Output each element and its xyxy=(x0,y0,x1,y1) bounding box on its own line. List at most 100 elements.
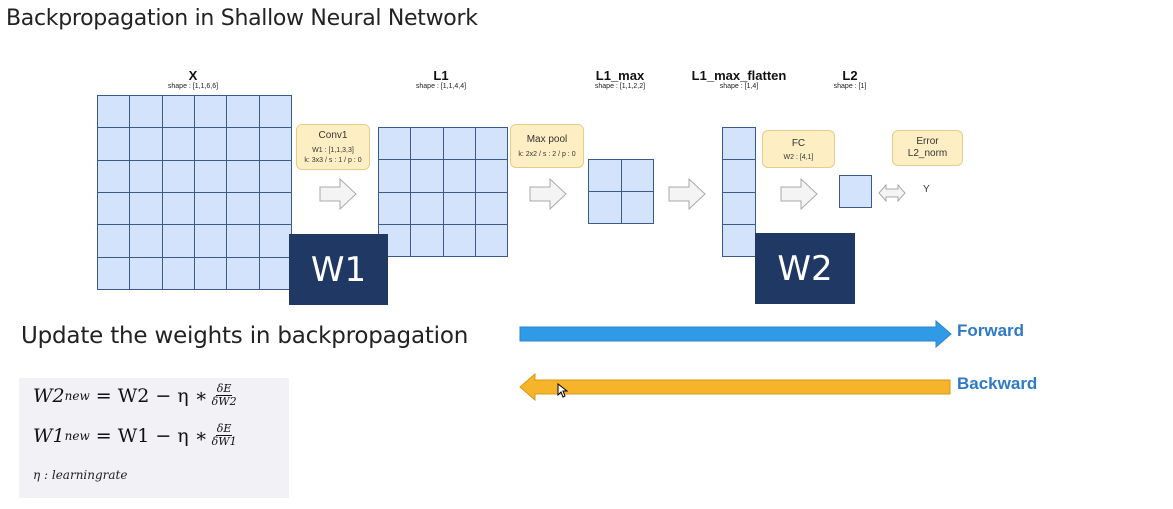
w2-eq-denominator: δW2 xyxy=(211,395,237,409)
grid-cell xyxy=(162,96,194,128)
w1-badge: W1 xyxy=(289,234,388,305)
fc-box: FC W2 : [4,1] xyxy=(762,130,835,168)
eta-note: η : learningrate xyxy=(33,468,128,482)
grid-cell xyxy=(443,160,475,192)
l2-cell xyxy=(839,175,872,208)
w1-eq-fraction: δE δW1 xyxy=(211,422,237,449)
backward-arrow xyxy=(519,372,951,402)
compare-double-arrow xyxy=(878,183,906,203)
input-x-grid xyxy=(97,95,292,290)
conv1-title: Conv1 xyxy=(318,130,348,141)
grid-cell xyxy=(195,225,227,257)
layer-x-shape: shape : [1,1,6,6] xyxy=(167,83,219,90)
grid-cell xyxy=(475,192,507,224)
grid-cell xyxy=(589,192,621,223)
grid-cell xyxy=(621,160,653,191)
conv1-weights: W1 : [1,1,3,3] xyxy=(312,147,354,154)
conv1-box: Conv1 W1 : [1,1,3,3] k: 3x3 / s : 1 / p … xyxy=(296,124,370,170)
maxpool-box: Max pool k: 2x2 / s : 2 / p : 0 xyxy=(510,124,584,168)
layer-x-name: X xyxy=(188,68,198,83)
maxpool-flow-arrow xyxy=(529,177,567,211)
w2-eq-rhs: = W2 − η ∗ xyxy=(95,384,208,407)
fc-title: FC xyxy=(791,138,806,149)
grid-cell xyxy=(589,160,621,191)
grid-cell xyxy=(723,128,755,160)
l1-max-flatten-grid xyxy=(722,127,756,257)
target-y-label: Y xyxy=(923,184,930,195)
fc-weights: W2 : [4,1] xyxy=(783,154,814,161)
update-heading: Update the weights in backpropagation xyxy=(21,323,469,349)
grid-cell xyxy=(98,225,130,257)
grid-cell xyxy=(227,96,259,128)
grid-cell xyxy=(227,193,259,225)
w1-eq-sub: new xyxy=(64,428,90,443)
layer-l2-shape: shape : [1] xyxy=(833,83,867,90)
grid-cell xyxy=(98,160,130,192)
grid-cell xyxy=(162,257,194,289)
w1-eq-numerator: δE xyxy=(215,422,233,437)
grid-cell xyxy=(227,225,259,257)
w2-eq-numerator: δE xyxy=(215,382,233,397)
grid-cell xyxy=(130,193,162,225)
w1-eq-rhs: = W1 − η ∗ xyxy=(95,424,208,447)
w1-eq-denominator: δW1 xyxy=(211,435,237,449)
grid-cell xyxy=(259,128,291,160)
layer-l1-max-flatten-name: L1_max_flatten xyxy=(691,68,787,83)
grid-cell xyxy=(98,128,130,160)
grid-cell xyxy=(195,193,227,225)
grid-cell xyxy=(98,257,130,289)
grid-cell xyxy=(379,160,411,192)
grid-cell xyxy=(259,257,291,289)
grid-cell xyxy=(723,224,755,256)
layer-l2-header: L2 shape : [1] xyxy=(810,68,890,90)
grid-cell xyxy=(195,257,227,289)
conv1-flow-arrow xyxy=(319,177,357,211)
grid-cell xyxy=(621,192,653,223)
grid-cell xyxy=(130,257,162,289)
w1-eq-lhs: W1 xyxy=(33,424,65,447)
backward-label: Backward xyxy=(957,374,1038,393)
layer-x-header: X shape : [1,1,6,6] xyxy=(143,68,243,90)
error-subtitle: L2_norm xyxy=(907,148,948,159)
grid-cell xyxy=(162,160,194,192)
forward-label: Forward xyxy=(957,321,1025,340)
grid-cell xyxy=(98,96,130,128)
l1-grid xyxy=(378,127,508,257)
w2-eq-sub: new xyxy=(64,388,90,403)
grid-cell xyxy=(162,225,194,257)
grid-cell xyxy=(98,193,130,225)
layer-l1-max-flatten-shape: shape : [1,4] xyxy=(719,83,759,90)
grid-cell xyxy=(162,128,194,160)
w2-eq-lhs: W2 xyxy=(33,384,65,407)
grid-cell xyxy=(411,128,443,160)
grid-cell xyxy=(130,128,162,160)
grid-cell xyxy=(162,193,194,225)
grid-cell xyxy=(195,128,227,160)
conv1-params: k: 3x3 / s : 1 / p : 0 xyxy=(304,157,362,164)
grid-cell xyxy=(443,192,475,224)
grid-cell xyxy=(227,160,259,192)
slide-title: Backpropagation in Shallow Neural Networ… xyxy=(6,6,478,31)
w2-badge: W2 xyxy=(755,233,855,304)
layer-l1-header: L1 shape : [1,1,4,4] xyxy=(391,68,491,90)
w2-eq-fraction: δE δW2 xyxy=(211,382,237,409)
fc-flow-arrow xyxy=(780,177,818,211)
grid-cell xyxy=(840,176,871,207)
grid-cell xyxy=(259,225,291,257)
grid-cell xyxy=(379,128,411,160)
grid-cell xyxy=(443,224,475,256)
layer-l1-max-shape: shape : [1,1,2,2] xyxy=(594,83,646,90)
grid-cell xyxy=(379,192,411,224)
grid-cell xyxy=(195,96,227,128)
layer-l1-name: L1 xyxy=(433,68,449,83)
layer-l1-max-flatten-header: L1_max_flatten shape : [1,4] xyxy=(677,68,801,90)
layer-l1-shape: shape : [1,1,4,4] xyxy=(415,83,467,90)
grid-cell xyxy=(411,224,443,256)
mouse-cursor-icon xyxy=(557,383,568,398)
grid-cell xyxy=(130,225,162,257)
grid-cell xyxy=(130,96,162,128)
grid-cell xyxy=(475,128,507,160)
